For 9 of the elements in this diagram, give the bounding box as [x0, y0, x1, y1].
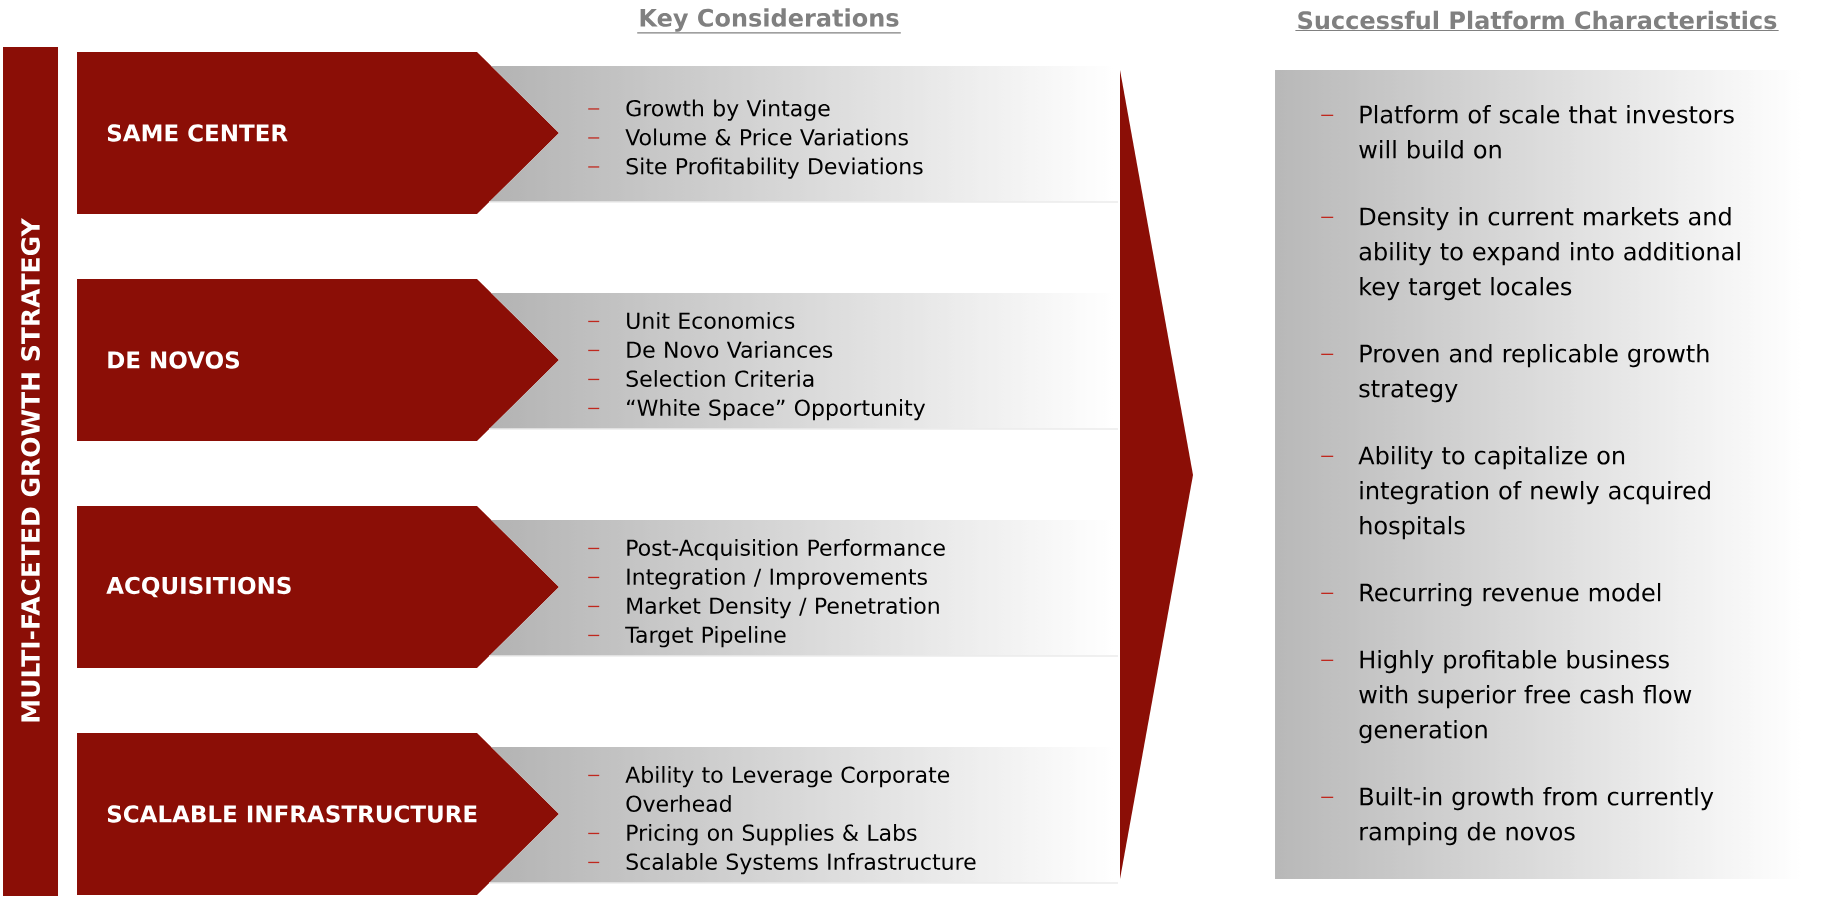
section-heading: Key Considerations — [636, 8, 902, 34]
arrow-box: ACQUISITIONS — [77, 506, 559, 668]
vertical-banner: MULTI-FACETED GROWTH STRATEGY — [3, 47, 58, 896]
bullet-panel: Platform of scale that investors will build on Density in current markets and ability to expand into additional key target locales Proven and replicable growth strategy Ability to capitalize on integration of newly acquired hospitals Recurring revenue model Highly profitable business with superior free cash flow generation Built-in growth from currently ramping de novos — [1320, 104, 1740, 846]
chevron-arrow — [1120, 70, 1193, 879]
arrow-box: DE NOVOS — [77, 279, 559, 441]
section-heading: Successful Platform Characteristics — [1294, 10, 1780, 32]
arrow-box: SAME CENTER — [77, 52, 559, 214]
arrow-box: SCALABLE INFRASTRUCTURE — [77, 733, 559, 895]
